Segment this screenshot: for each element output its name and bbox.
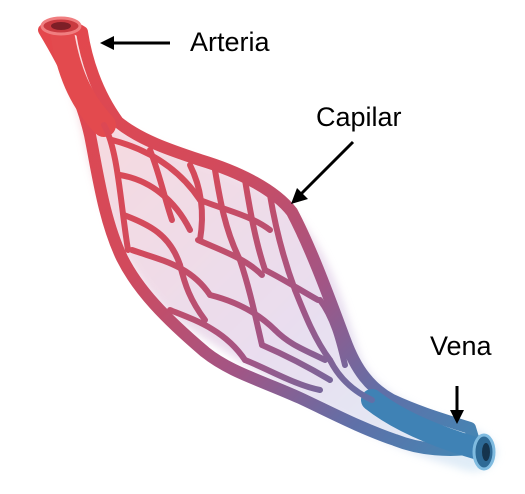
- vein-label: Vena: [430, 331, 493, 361]
- vein-tube: [361, 389, 493, 461]
- capillary-network: [101, 122, 375, 403]
- artery-arrow: [100, 36, 170, 50]
- vessel-glow: [46, 24, 498, 472]
- artery-body: [38, 19, 482, 456]
- artery-label: Arteria: [190, 27, 271, 57]
- capillary-label: Capilar: [316, 102, 402, 132]
- vein-arrow: [450, 386, 464, 424]
- artery-tube: [50, 20, 116, 137]
- capillary-arrow: [291, 140, 355, 204]
- vessel: [38, 16, 496, 471]
